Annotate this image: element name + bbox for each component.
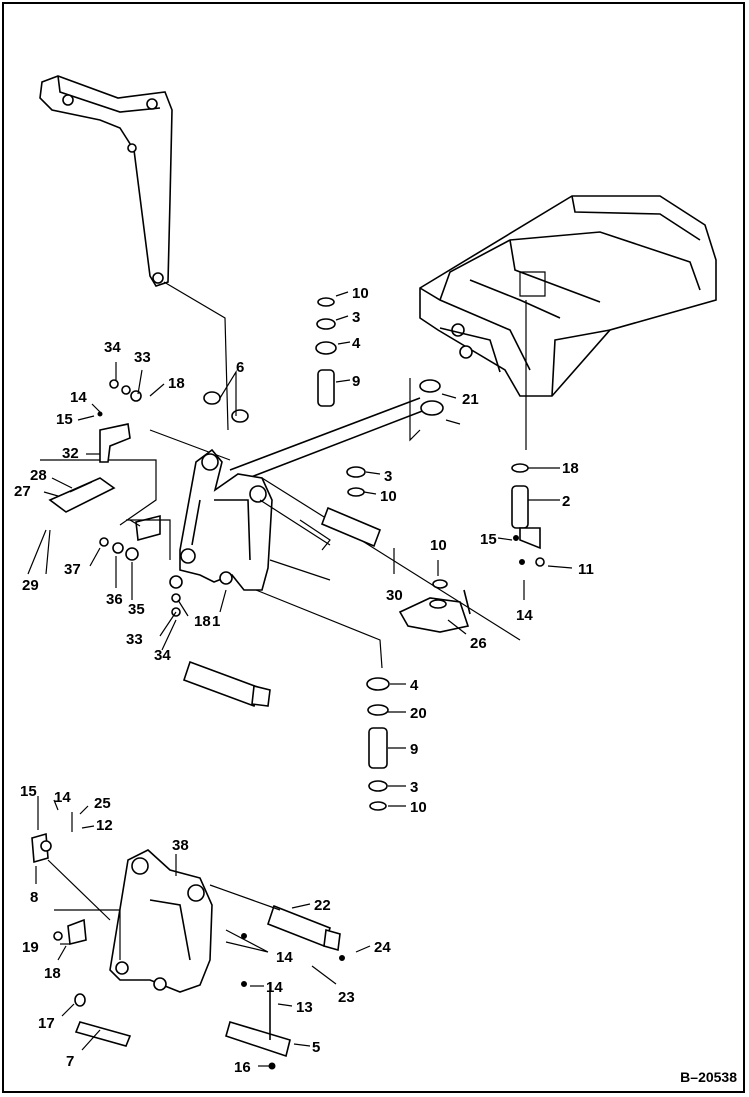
clamp-plate — [398, 579, 471, 633]
callout-label: 36 — [106, 591, 123, 608]
callout-label: 21 — [462, 391, 479, 408]
callout-label: 34 — [104, 339, 121, 356]
callout-label: 22 — [314, 897, 331, 914]
callout-label: 18 — [194, 613, 211, 630]
callout-label: 25 — [94, 795, 111, 812]
callout-label: 10 — [410, 799, 427, 816]
callout-label: 18 — [168, 375, 185, 392]
callout-label: 12 — [96, 817, 113, 834]
callout-label: 7 — [66, 1053, 74, 1070]
frame-structure — [419, 195, 717, 450]
callout-label: 19 — [22, 939, 39, 956]
callout-label: 35 — [128, 601, 145, 618]
left-hardware — [97, 379, 183, 617]
cover-plate — [40, 459, 157, 526]
callout-label: 27 — [14, 483, 31, 500]
boom-arm — [39, 75, 229, 431]
callout-label: 1 — [212, 613, 220, 630]
callout-label: 18 — [44, 965, 61, 982]
callout-label: 26 — [470, 635, 487, 652]
bushing-stack-upper — [315, 297, 444, 442]
callout-label: 33 — [126, 631, 143, 648]
callout-label: 32 — [62, 445, 79, 462]
callout-label: 14 — [54, 789, 71, 806]
callout-label: 5 — [312, 1039, 320, 1056]
callout-label: 3 — [384, 468, 392, 485]
callout-label: 15 — [20, 783, 37, 800]
callout-label: 4 — [410, 677, 419, 694]
bushing-stack-lower — [366, 677, 390, 811]
callout-label: 3 — [410, 779, 418, 796]
leader-lines — [27, 291, 573, 1067]
callout-label: 23 — [338, 989, 355, 1006]
swing-bracket — [179, 448, 273, 591]
callout-label: 14 — [266, 979, 283, 996]
callout-label: 2 — [562, 493, 570, 510]
lower-bracket-assembly — [31, 812, 345, 1070]
callout-label: 4 — [352, 335, 361, 352]
callout-label: 20 — [410, 705, 427, 722]
reference-number: B–20538 — [680, 1069, 737, 1085]
callout-label: 15 — [56, 411, 73, 428]
callout-label: 9 — [352, 373, 360, 390]
callout-labels: 10 3 4 9 21 6 18 33 34 14 15 32 28 27 29… — [14, 285, 594, 1076]
callout-label: 14 — [516, 607, 533, 624]
callout-label: 13 — [296, 999, 313, 1016]
callout-label: 38 — [172, 837, 189, 854]
callout-label: 10 — [352, 285, 369, 302]
callout-label: 8 — [30, 889, 38, 906]
callout-label: 6 — [236, 359, 244, 376]
callout-label: 11 — [578, 561, 594, 578]
callout-label: 14 — [70, 389, 87, 406]
callout-label: 14 — [276, 949, 293, 966]
callout-label: 9 — [410, 741, 418, 758]
callout-label: 10 — [380, 488, 397, 505]
pin-pair — [203, 391, 249, 423]
callout-label: 30 — [386, 587, 403, 604]
callout-label: 17 — [38, 1015, 55, 1032]
callout-label: 28 — [30, 467, 47, 484]
callout-label: 37 — [64, 561, 81, 578]
rod-washers — [346, 466, 366, 497]
callout-label: 33 — [134, 349, 151, 366]
callout-label: 34 — [154, 647, 171, 664]
callout-label: 18 — [562, 460, 579, 477]
callout-label: 24 — [374, 939, 391, 956]
callout-label: 3 — [352, 309, 360, 326]
callout-label: 15 — [480, 531, 497, 548]
callout-label: 10 — [430, 537, 447, 554]
pivot-rod — [149, 397, 521, 669]
callout-label: 16 — [234, 1059, 251, 1076]
callout-label: 29 — [22, 577, 39, 594]
right-pin-assembly — [511, 463, 545, 567]
bracket-pins — [182, 499, 382, 708]
